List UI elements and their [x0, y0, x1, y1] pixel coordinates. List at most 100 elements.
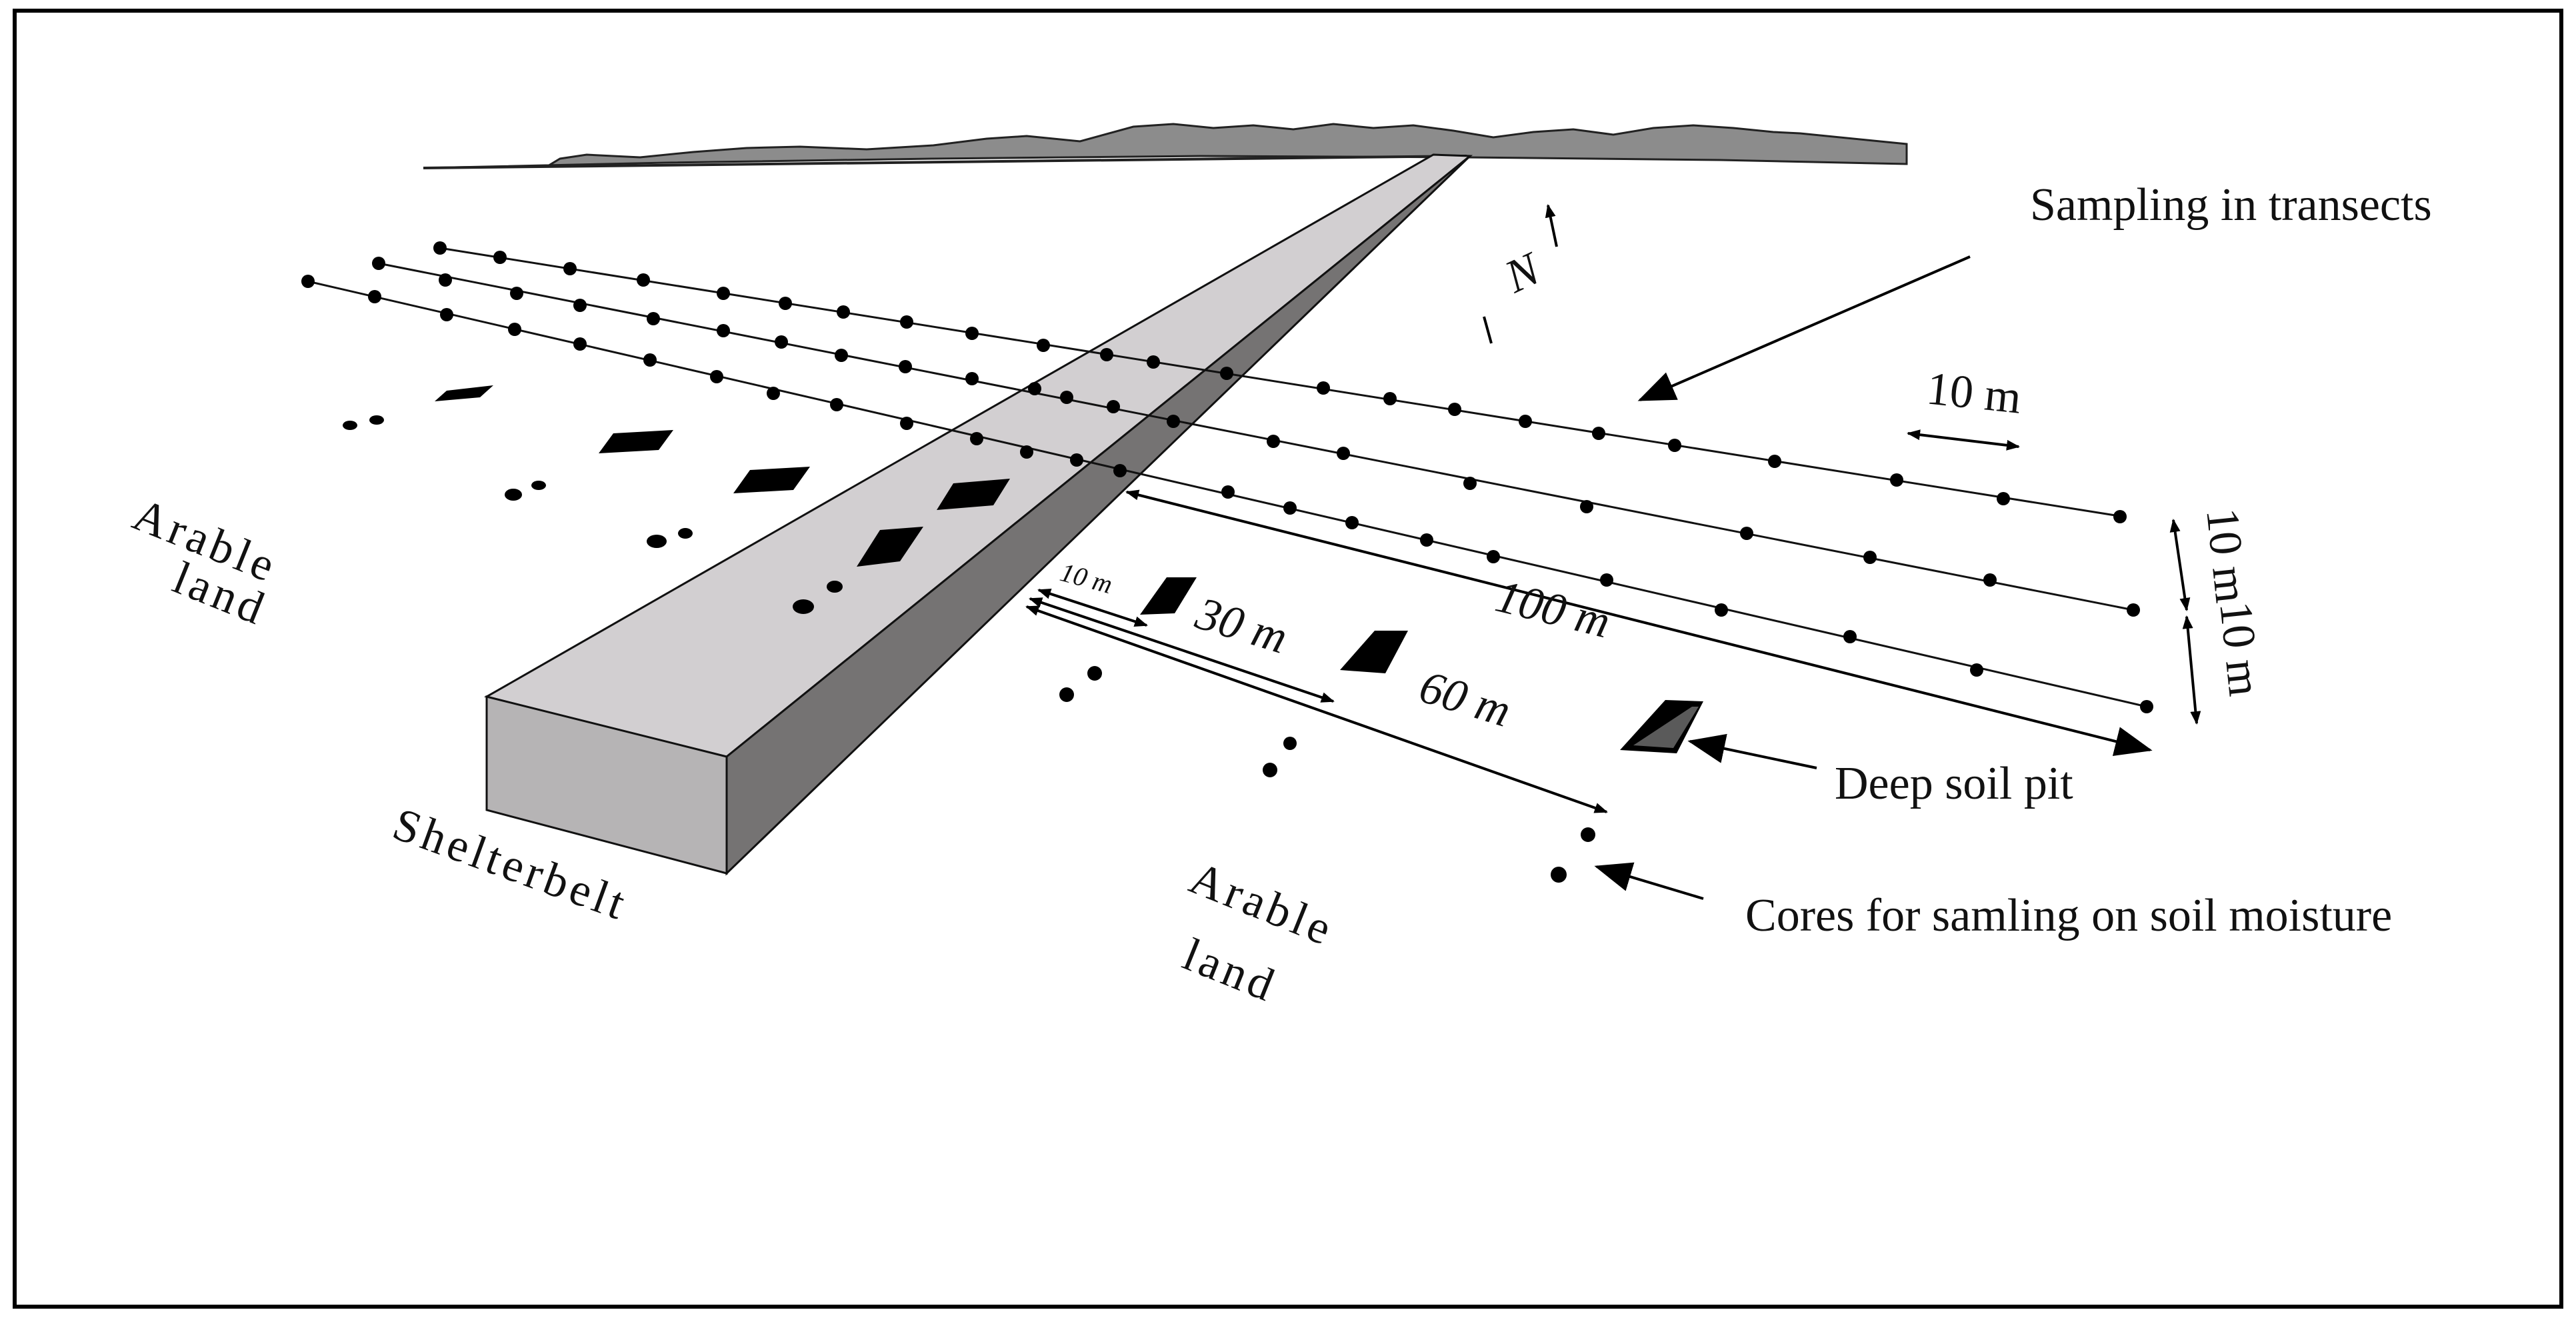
- horizon-line: [423, 155, 1467, 169]
- transect-point: [1107, 400, 1120, 413]
- transect-point: [573, 299, 587, 312]
- moisture-core: [343, 421, 357, 430]
- moisture-core: [369, 415, 384, 425]
- transect-point: [767, 387, 780, 400]
- transect-point: [643, 353, 657, 367]
- figure-frame: [13, 9, 2563, 1309]
- label-arable-land-right: Arable land: [1176, 852, 1342, 1013]
- transect-point: [1028, 382, 1041, 395]
- moisture-core: [531, 481, 546, 490]
- arrow-10m-a: [2169, 519, 2191, 611]
- label-arable-land-left: Arable land: [126, 489, 285, 636]
- transect-point: [2127, 603, 2140, 617]
- transect-point: [1317, 381, 1330, 395]
- arrow-10m-b: [2182, 615, 2201, 725]
- moisture-core: [1283, 737, 1297, 750]
- transect-point: [965, 372, 979, 385]
- label-sampling-in-transects: Sampling in transects: [2030, 179, 2432, 231]
- transect-point: [1997, 492, 2010, 505]
- arrow-cores: [1594, 862, 1704, 900]
- label-100m: 100 m: [1491, 571, 1615, 649]
- transect-point: [1983, 573, 1997, 587]
- moisture-core: [1263, 763, 1277, 777]
- transect-point: [372, 257, 385, 270]
- transect-point: [1267, 435, 1280, 448]
- transect-point: [1337, 447, 1350, 460]
- transect-point: [508, 323, 521, 336]
- north-arrow-icon: N: [1483, 204, 1558, 344]
- transect-point: [1037, 339, 1050, 352]
- transect-point: [563, 262, 577, 275]
- transect-point: [1100, 348, 1113, 361]
- transect-point: [433, 241, 447, 255]
- moisture-core: [1087, 666, 1102, 681]
- transect-point: [1420, 533, 1433, 547]
- transect-point: [510, 287, 523, 300]
- soil-pit: [937, 479, 1010, 510]
- transect-point: [1060, 391, 1073, 404]
- transect-point: [899, 360, 912, 373]
- moisture-core: [1581, 827, 1595, 842]
- transect-point: [1890, 473, 1903, 487]
- transect-point: [1020, 445, 1033, 459]
- transect-point: [1970, 663, 1983, 677]
- transect-point: [1519, 415, 1532, 428]
- transect-point: [1863, 551, 1877, 564]
- moisture-core: [647, 535, 667, 548]
- transect-point: [835, 349, 848, 362]
- transect-point: [439, 273, 452, 287]
- transect-point: [1147, 355, 1160, 369]
- soil-pit: [1340, 631, 1408, 673]
- arrow-60m: [1025, 605, 1608, 813]
- transect-point: [1167, 415, 1180, 428]
- soil-pit: [857, 527, 923, 567]
- label-10m-top: 10 m: [1924, 363, 2023, 423]
- transect-point: [637, 273, 650, 287]
- transect-point: [1580, 500, 1593, 513]
- horizon-silhouette: [423, 123, 1908, 169]
- transect-point: [1283, 501, 1297, 515]
- north-label: N: [1497, 243, 1549, 303]
- transect-point: [717, 287, 730, 300]
- label-10m-a: 10 m: [2196, 506, 2257, 605]
- moisture-core: [505, 489, 522, 501]
- transect-point: [493, 251, 507, 264]
- transect-point: [779, 297, 792, 310]
- label-10m-b: 10 m: [2209, 599, 2270, 699]
- transect-point: [301, 275, 315, 288]
- transect-point: [647, 312, 660, 325]
- label-60m: 60 m: [1413, 661, 1517, 737]
- arrow-sampling-transects: [1637, 255, 1971, 401]
- moisture-core: [793, 599, 814, 614]
- transect-point: [1070, 453, 1083, 467]
- arrow-10m-top: [1907, 429, 2020, 451]
- label-10m-small: 10 m: [1057, 557, 1116, 599]
- transect-point: [1592, 427, 1605, 440]
- label-deep-soil-pit: Deep soil pit: [1835, 758, 2073, 809]
- moisture-core: [1059, 687, 1074, 702]
- moisture-core: [678, 528, 693, 539]
- transect-point: [900, 315, 913, 329]
- transect-point: [1668, 439, 1681, 452]
- soil-pit: [733, 467, 810, 493]
- transect-point: [775, 335, 788, 349]
- shelterbelt-block: [484, 153, 1473, 876]
- transect-point: [1600, 573, 1613, 587]
- soil-pit: [435, 385, 493, 401]
- transect-point: [1715, 603, 1728, 617]
- transect-point: [710, 370, 723, 383]
- transect-point: [900, 417, 913, 430]
- label-arable-right-line2: land: [1176, 929, 1285, 1013]
- transect-point: [965, 327, 979, 340]
- transect-point: [368, 290, 381, 303]
- transect-point: [1113, 464, 1127, 477]
- transect-point: [1843, 630, 1857, 643]
- label-30m: 30 m: [1189, 587, 1293, 663]
- transect-point: [837, 305, 850, 319]
- arrow-deep-soil-pit: [1687, 733, 1817, 769]
- transect-point: [2140, 700, 2153, 713]
- soil-pit: [599, 430, 673, 453]
- soil-pit: [1140, 577, 1197, 615]
- moisture-core: [827, 581, 843, 593]
